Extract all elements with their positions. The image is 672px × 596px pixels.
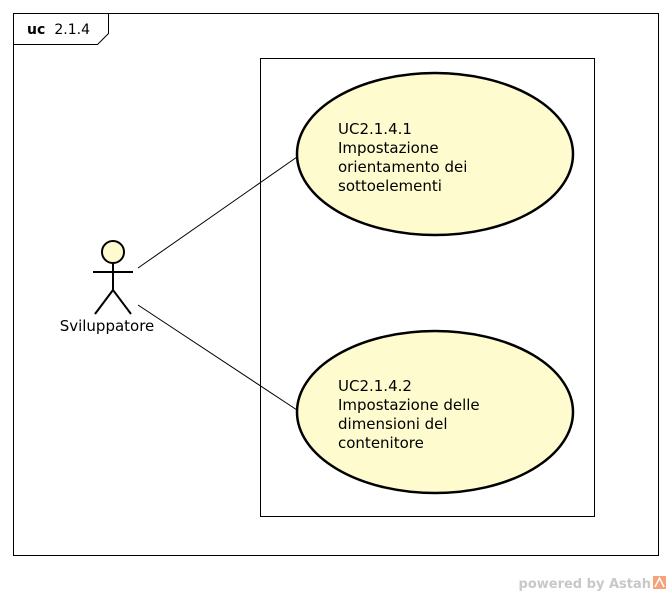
diagram-frame xyxy=(13,13,659,556)
actor-name: Sviluppatore xyxy=(60,317,155,335)
use-case-2-line-1: UC2.1.4.2 xyxy=(338,377,412,395)
use-case-1-label: UC2.1.4.1 Impostazione orientamento dei … xyxy=(338,120,472,195)
use-case-1-line-4: sottoelementi xyxy=(338,177,442,195)
use-case-1-line-3: orientamento dei xyxy=(338,158,467,176)
use-case-1-ellipse xyxy=(295,71,575,237)
use-case-1[interactable]: UC2.1.4.1 Impostazione orientamento dei … xyxy=(295,71,575,237)
association-line-1 xyxy=(137,156,298,269)
actor-sviluppatore[interactable]: Sviluppatore xyxy=(60,240,155,335)
use-case-1-line-1: UC2.1.4.1 xyxy=(338,120,412,138)
frame-name-tab xyxy=(13,13,109,45)
use-case-1-line-2: Impostazione xyxy=(338,139,439,157)
actor-left-leg xyxy=(94,289,114,315)
frame-title: uc 2.1.4 xyxy=(27,19,90,38)
astah-logo-icon xyxy=(653,576,666,589)
actor-head xyxy=(101,240,125,264)
use-case-2-ellipse xyxy=(295,329,575,495)
actor-right-leg xyxy=(112,289,132,315)
frame-name: 2.1.4 xyxy=(54,22,90,38)
use-case-2-line-3: dimensioni del xyxy=(338,415,448,433)
use-case-2-label: UC2.1.4.2 Impostazione delle dimensioni … xyxy=(338,377,484,452)
powered-by-astah-watermark: powered by Astah xyxy=(519,577,651,592)
use-case-2-line-2: Impostazione delle xyxy=(338,396,480,414)
frame-keyword: uc xyxy=(27,22,45,38)
use-case-2[interactable]: UC2.1.4.2 Impostazione delle dimensioni … xyxy=(295,329,575,495)
association-line-2 xyxy=(137,304,298,411)
use-case-2-line-4: contenitore xyxy=(338,434,424,452)
